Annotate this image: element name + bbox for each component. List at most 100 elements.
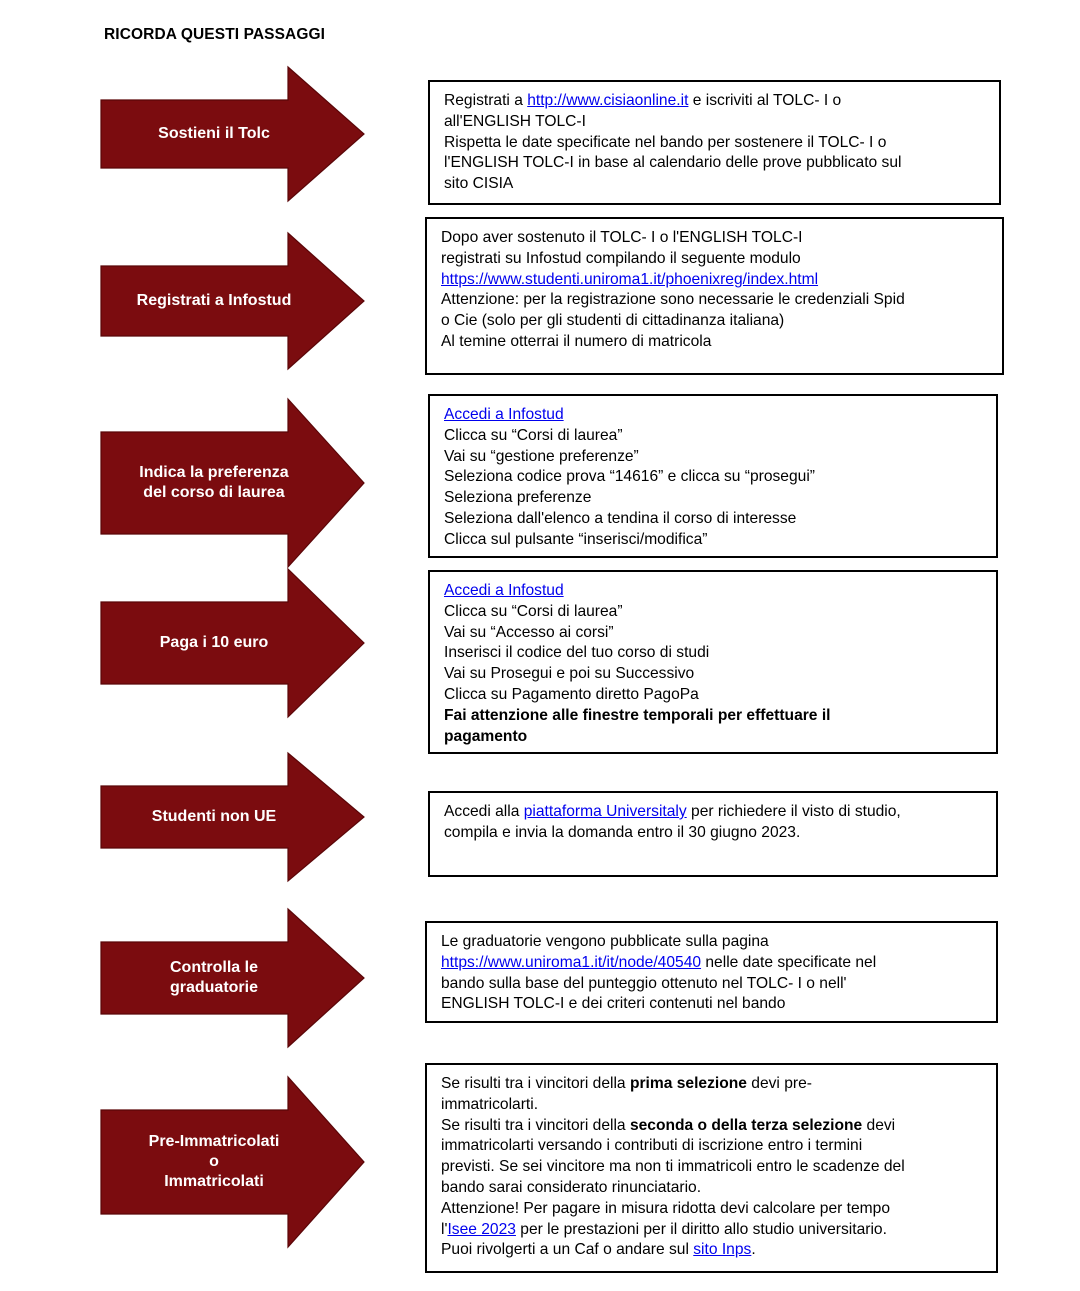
arrow-shape: [100, 751, 365, 883]
box-line: Seleziona preferenze: [444, 488, 982, 509]
bold-text: seconda o della terza selezione: [629, 1116, 863, 1134]
box-line: Puoi rivolgerti a un Caf o andare sul si…: [441, 1240, 982, 1261]
link-accedi-a-infostud[interactable]: Accedi a Infostud: [444, 582, 564, 599]
step-arrow-sostieni-il-tolc: Sostieni il Tolc: [100, 65, 366, 203]
text: Attenzione! Per pagare in misura ridotta…: [441, 1199, 890, 1217]
text: Inserisci il codice del tuo corso di stu…: [444, 644, 710, 662]
box-line: ENGLISH TOLC-I e dei criteri contenuti n…: [441, 994, 982, 1015]
box-line: Fai attenzione alle finestre temporali p…: [444, 706, 982, 727]
step-label-line: Indica la preferenza: [139, 464, 289, 481]
arrow-shape: [100, 907, 365, 1049]
box-line: Se risulti tra i vincitori della seconda…: [441, 1116, 982, 1137]
text: Puoi rivolgerti a un Caf o andare sul: [441, 1241, 694, 1259]
page-title: RICORDA QUESTI PASSAGGI: [104, 26, 326, 43]
link-http-www-cisiaonline-it[interactable]: http://www.cisiaonline.it: [527, 92, 689, 109]
arrow-shape: [100, 567, 365, 719]
step-label: Sostieni il Tolc: [100, 124, 328, 144]
text: Seleziona dall'elenco a tendina il corso…: [444, 509, 797, 527]
bold-text: prima selezione: [629, 1075, 747, 1092]
text: Clicca su “Corsi di laurea”: [444, 426, 623, 444]
box-line: Clicca su “Corsi di laurea”: [444, 602, 982, 623]
text: nelle date specificate nel: [701, 953, 877, 971]
link-https-www-uniroma1-it-it-node-40540[interactable]: https://www.uniroma1.it/it/node/40540: [441, 953, 702, 971]
box-line: all'ENGLISH TOLC-I: [444, 112, 985, 133]
step-label-line: graduatorie: [169, 979, 258, 996]
box-line: sito CISIA: [444, 174, 985, 195]
box-line: Inserisci il codice del tuo corso di stu…: [444, 643, 982, 664]
step-arrow-indica-la-preferenza-del-corso-di-laurea: Indica la preferenza del corso di laurea: [100, 397, 366, 569]
arrow-body: [100, 907, 365, 1049]
box-line: Vai su Prosegui e poi su Successivo: [444, 664, 982, 685]
box-line: previsti. Se sei vincitore ma non ti imm…: [441, 1157, 982, 1178]
step-label: Indica la preferenza del corso di laurea: [100, 463, 328, 503]
text: .: [751, 1241, 756, 1259]
step-label: Registrati a Infostud: [100, 291, 328, 311]
box-line: Attenzione! Per pagare in misura ridotta…: [441, 1199, 982, 1220]
step-arrow-registrati-a-infostud: Registrati a Infostud: [100, 231, 366, 371]
step-label-line: Controlla le: [169, 959, 258, 976]
box-line: compila e invia la domanda entro il 30 g…: [444, 823, 982, 844]
text: devi pre-: [746, 1075, 812, 1092]
box-line: Accedi a Infostud: [444, 405, 982, 426]
text: Se risulti tra i vincitori della: [441, 1116, 630, 1134]
text: previsti. Se sei vincitore ma non ti imm…: [441, 1158, 905, 1176]
box-line: Se risulti tra i vincitori della prima s…: [441, 1074, 982, 1095]
step-label-line: Pre-Immatricolati: [148, 1133, 280, 1150]
box-line: Le graduatorie vengono pubblicate sulla …: [441, 932, 982, 953]
link-sito-inps[interactable]: sito Inps: [693, 1241, 752, 1259]
box-line: Rispetta le date specificate nel bando p…: [444, 133, 985, 154]
box-line: pagamento: [444, 727, 982, 748]
box-line: Accedi a Infostud: [444, 581, 982, 602]
step-label-line: Sostieni il Tolc: [158, 125, 270, 142]
text: Attenzione: per la registrazione sono ne…: [441, 291, 905, 309]
text: Vai su “gestione preferenze”: [444, 447, 639, 465]
step-label-line: o: [209, 1153, 219, 1170]
link-https-www-studenti-uniroma1-it-phoenixre[interactable]: https://www.studenti.uniroma1.it/phoenix…: [441, 270, 819, 288]
text: Clicca sul pulsante “inserisci/modifica”: [444, 530, 708, 548]
arrow-shape: [100, 65, 365, 203]
step-box-sostieni-il-tolc: Registrati a http://www.cisiaonline.it e…: [428, 80, 1001, 205]
box-line: immatricolarti versando i contributi di …: [441, 1136, 982, 1157]
text: Al temine otterrai il numero di matricol…: [441, 332, 712, 350]
text: per richiedere il visto di studio,: [686, 803, 901, 820]
arrow-body: [100, 231, 365, 371]
text: o Cie (solo per gli studenti di cittadin…: [441, 312, 785, 330]
text: Clicca su “Corsi di laurea”: [444, 602, 623, 620]
box-line: Vai su “gestione preferenze”: [444, 447, 982, 468]
box-line: registrati su Infostud compilando il seg…: [441, 249, 988, 270]
text: immatricolarti.: [441, 1095, 539, 1113]
box-line: Seleziona dall'elenco a tendina il corso…: [444, 509, 982, 530]
step-box-registrati-a-infostud: Dopo aver sostenuto il TOLC- I o l'ENGLI…: [425, 217, 1004, 375]
link-accedi-a-infostud[interactable]: Accedi a Infostud: [444, 406, 564, 423]
box-line: Registrati a http://www.cisiaonline.it e…: [444, 91, 985, 112]
text: Rispetta le date specificate nel bando p…: [444, 133, 887, 151]
text: l': [441, 1220, 448, 1238]
box-line: Clicca su “Corsi di laurea”: [444, 426, 982, 447]
box-line: https://www.uniroma1.it/it/node/40540 ne…: [441, 953, 982, 974]
link-piattaforma-universitaly[interactable]: piattaforma Universitaly: [523, 803, 687, 820]
step-arrow-studenti-non-ue: Studenti non UE: [100, 751, 366, 883]
text: devi: [862, 1116, 896, 1134]
step-arrow-controlla-le-graduatorie: Controlla le graduatorie: [100, 907, 366, 1049]
box-line: Seleziona codice prova “14616” e clicca …: [444, 467, 982, 488]
arrow-body: [100, 567, 365, 719]
text: Vai su Prosegui e poi su Successivo: [444, 665, 695, 683]
bold-text: pagamento: [444, 727, 528, 745]
text: immatricolarti versando i contributi di …: [441, 1137, 863, 1155]
text: Accedi alla: [444, 803, 524, 820]
text: Se risulti tra i vincitori della: [441, 1075, 630, 1092]
step-box-studenti-non-ue: Accedi alla piattaforma Universitaly per…: [428, 791, 998, 877]
box-line: https://www.studenti.uniroma1.it/phoenix…: [441, 270, 988, 291]
step-label-line: Registrati a Infostud: [136, 292, 292, 309]
arrow-body: [100, 1075, 365, 1249]
arrow-body: [100, 65, 365, 203]
step-label-line: Immatricolati: [164, 1173, 264, 1190]
link-isee-2023[interactable]: Isee 2023: [447, 1220, 516, 1238]
step-label: Controlla le graduatorie: [100, 958, 328, 998]
step-label-line: del corso di laurea: [143, 484, 285, 501]
text: per le prestazioni per il diritto allo s…: [515, 1220, 887, 1238]
